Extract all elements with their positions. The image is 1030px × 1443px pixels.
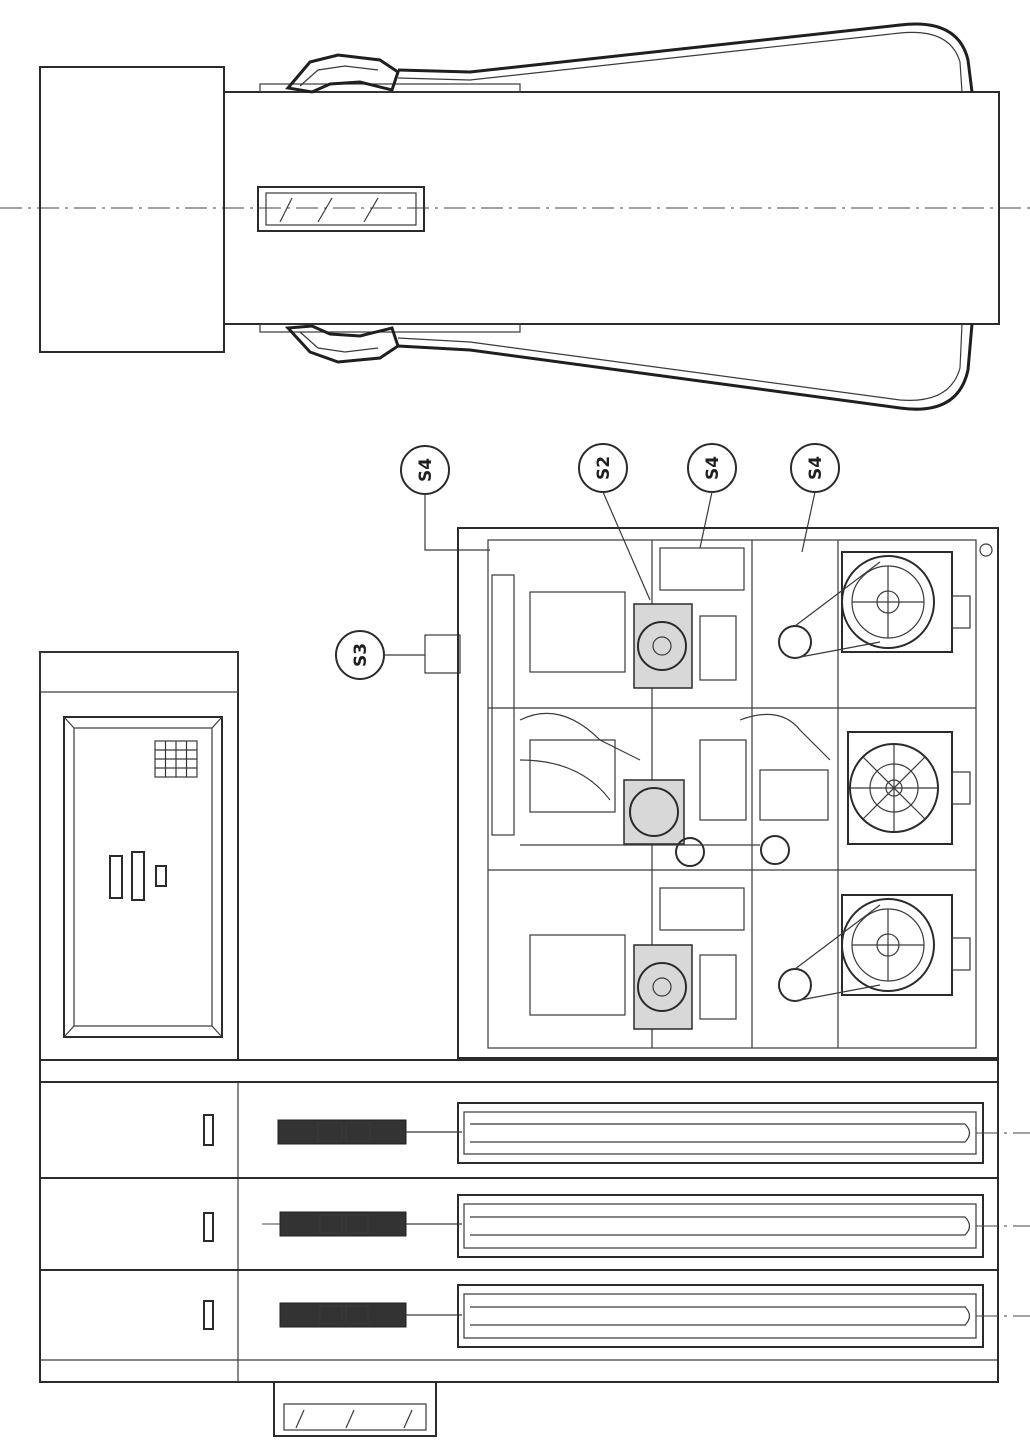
callout-s4-left: S4	[400, 445, 490, 551]
callout-s4-middle: S4	[687, 443, 737, 549]
top-view-housing	[223, 91, 1000, 325]
callout-s4-middle-label: S4	[703, 456, 723, 480]
top-hose-upper	[397, 22, 974, 93]
hydraulic-unit	[457, 527, 999, 1059]
display-head	[39, 651, 239, 1061]
base-frame	[39, 1059, 999, 1437]
top-view	[0, 22, 1030, 411]
motor-middle	[847, 731, 971, 845]
pump-block-middle	[529, 739, 829, 867]
top-hose-lower	[397, 323, 974, 411]
callout-s2-label: S2	[594, 456, 614, 480]
motor-top	[778, 551, 971, 659]
nozzle-bay-3	[203, 1284, 1030, 1348]
base-foot	[273, 1381, 437, 1437]
motor-bottom	[778, 894, 971, 1002]
nozzle-bay-1	[203, 1102, 1030, 1164]
callout-s4-left-label: S4	[416, 458, 436, 482]
top-view-top-strip	[259, 83, 521, 93]
display-slot-2	[131, 851, 145, 901]
display-slot-3	[155, 865, 167, 887]
top-view-column-block	[39, 66, 225, 353]
callout-s2: S2	[578, 443, 651, 601]
pump-block-top	[529, 547, 745, 689]
display-slot-1	[109, 855, 123, 899]
callout-s3-label: S3	[351, 643, 371, 667]
callout-s3: S3	[335, 630, 461, 680]
pump-block-bottom	[529, 887, 745, 1030]
top-view-window	[257, 186, 425, 232]
top-nozzle-upper	[285, 53, 400, 94]
keypad-grid	[154, 740, 198, 778]
nozzle-bay-2	[203, 1194, 1030, 1258]
callout-s4-right: S4	[790, 443, 840, 553]
top-view-bottom-strip	[259, 323, 521, 333]
callout-s4-right-label: S4	[806, 456, 826, 480]
top-nozzle-lower	[284, 324, 400, 364]
display-panel	[63, 716, 223, 1038]
